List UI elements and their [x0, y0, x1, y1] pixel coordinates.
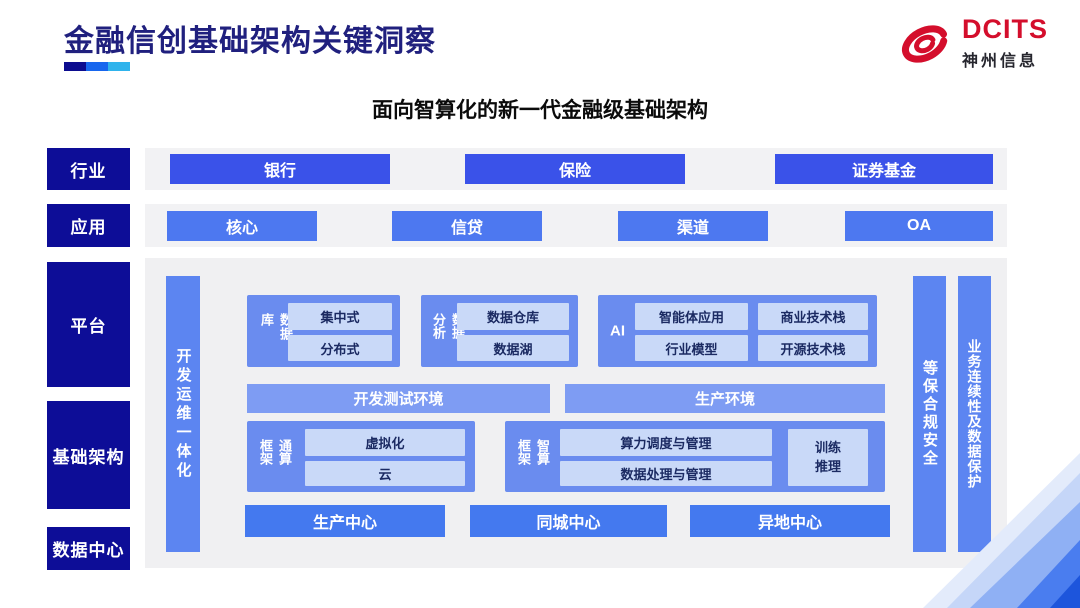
deco-band-4	[1017, 540, 1080, 608]
data-lake: 数据湖	[457, 335, 569, 361]
db-centralized: 集中式	[288, 303, 392, 330]
production-env-bar: 生产环境	[565, 384, 885, 413]
app-credit: 信贷	[392, 211, 542, 241]
ai-group-label: AI	[610, 322, 625, 340]
underline-segment-cyan	[108, 62, 130, 71]
title-underline	[64, 62, 130, 71]
industry-bank: 银行	[170, 154, 390, 184]
diagram-title: 面向智算化的新一代金融级基础架构	[372, 99, 708, 122]
training-inference-label: 训练推理	[814, 439, 841, 474]
app-core: 核心	[167, 211, 317, 241]
industry-securities-fund: 证券基金	[775, 154, 993, 184]
sidebar-item-datacenter: 数据中心	[47, 527, 130, 570]
production-center: 生产中心	[245, 505, 445, 537]
db-distributed: 分布式	[288, 335, 392, 361]
security-compliance-bar: 等保合规安全	[913, 276, 946, 552]
intelligent-computing-group: 智算框架 算力调度与管理 数据处理与管理 训练推理	[505, 421, 885, 492]
same-city-center: 同城中心	[470, 505, 667, 537]
sidebar-item-application: 应用	[47, 204, 130, 247]
app-channel: 渠道	[618, 211, 768, 241]
sidebar-item-industry: 行业	[47, 148, 130, 190]
application-row: 核心 信贷 渠道 OA	[145, 204, 1007, 247]
platform-panel: 开发运维一体化 数据库 集中式 分布式 数据分析 数据仓库 数据湖 AI 智能体…	[145, 258, 1007, 568]
devops-bar-label: 开发运维一体化	[174, 347, 192, 481]
ai-industry-models: 行业模型	[635, 335, 748, 361]
ai-group: AI 智能体应用 商业技术栈 行业模型 开源技术栈	[598, 295, 877, 367]
sidebar-item-infrastructure: 基础架构	[47, 401, 130, 509]
ai-commercial-stack: 商业技术栈	[758, 303, 868, 330]
intelligent-computing-label: 智算框架	[516, 438, 550, 465]
remote-center: 异地中心	[690, 505, 890, 537]
business-continuity-bar: 业务连续性及数据保护	[958, 276, 991, 552]
logo-company-text: 神州信息	[962, 53, 1039, 70]
ai-agent-apps: 智能体应用	[635, 303, 748, 330]
virtualization: 虚拟化	[305, 429, 465, 456]
analytics-group: 数据分析 数据仓库 数据湖	[421, 295, 578, 367]
app-oa: OA	[845, 211, 993, 241]
dev-test-env-bar: 开发测试环境	[247, 384, 550, 413]
logo-text: DCITS 神州信息	[962, 16, 1048, 71]
business-continuity-label: 业务连续性及数据保护	[966, 339, 983, 489]
industry-row: 银行 保险 证券基金	[145, 148, 1007, 190]
page-title: 金融信创基础架构关键洞察	[64, 25, 436, 58]
compute-scheduling: 算力调度与管理	[560, 429, 772, 456]
logo-swirl-icon	[902, 24, 948, 63]
company-logo: DCITS 神州信息	[896, 16, 1048, 71]
security-compliance-label: 等保合规安全	[921, 360, 938, 468]
sidebar-item-platform: 平台	[47, 262, 130, 387]
data-processing: 数据处理与管理	[560, 461, 772, 486]
devops-bar: 开发运维一体化	[166, 276, 200, 552]
training-inference: 训练推理	[788, 429, 868, 486]
underline-segment-blue	[86, 62, 108, 71]
underline-segment-dark	[64, 62, 86, 71]
ai-opensource-stack: 开源技术栈	[758, 335, 868, 361]
deco-band-5	[1050, 575, 1080, 608]
general-computing-group: 通算框架 虚拟化 云	[247, 421, 475, 492]
cloud: 云	[305, 461, 465, 486]
database-group: 数据库 集中式 分布式	[247, 295, 400, 367]
data-warehouse: 数据仓库	[457, 303, 569, 330]
logo-brand-text: DCITS	[962, 14, 1048, 44]
industry-insurance: 保险	[465, 154, 685, 184]
general-computing-label: 通算框架	[258, 438, 292, 465]
